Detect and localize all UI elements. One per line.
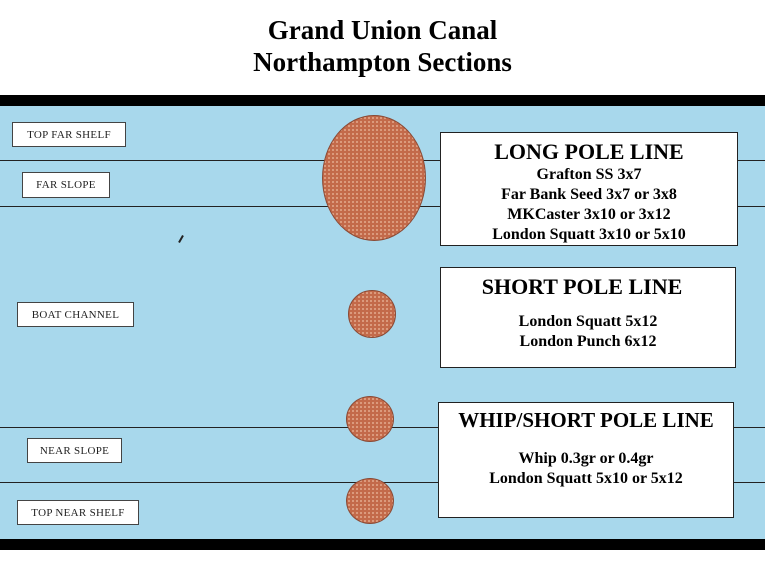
whip-short-pole-line-heading: WHIP/SHORT POLE LINE	[458, 408, 714, 432]
title-line-1: Grand Union Canal	[267, 15, 498, 45]
long-pole-item: London Squatt 3x10 or 5x10	[492, 226, 686, 243]
long-pole-item: Grafton SS 3x7	[536, 166, 642, 183]
short-pole-line-box: SHORT POLE LINE London Squatt 5x12 Londo…	[440, 267, 736, 368]
zone-label-far-slope: FAR SLOPE	[22, 172, 110, 198]
whip-short-pole-line-box: WHIP/SHORT POLE LINE Whip 0.3gr or 0.4gr…	[438, 402, 734, 518]
zone-label-near-slope: NEAR SLOPE	[27, 438, 122, 463]
whip-feed-spot-lower	[346, 478, 394, 524]
long-pole-line-heading: LONG POLE LINE	[494, 139, 684, 164]
short-pole-line-heading: SHORT POLE LINE	[481, 274, 683, 299]
zone-label-boat-channel: BOAT CHANNEL	[17, 302, 134, 327]
zone-label-top-far-shelf: TOP FAR SHELF	[12, 122, 126, 147]
whip-item: Whip 0.3gr or 0.4gr	[518, 450, 654, 467]
long-pole-item: MKCaster 3x10 or 3x12	[507, 206, 671, 223]
title-line-2: Northampton Sections	[253, 47, 512, 77]
long-pole-item: Far Bank Seed 3x7 or 3x8	[501, 186, 677, 203]
long-pole-feed-spot	[322, 115, 426, 241]
whip-feed-spot-upper	[346, 396, 394, 442]
whip-item: London Squatt 5x10 or 5x12	[489, 470, 683, 487]
long-pole-line-box: LONG POLE LINE Grafton SS 3x7 Far Bank S…	[440, 132, 738, 246]
diagram-title: Grand Union Canal Northampton Sections	[0, 14, 765, 78]
zone-label-top-near-shelf: TOP NEAR SHELF	[17, 500, 139, 525]
short-pole-item: London Squatt 5x12	[518, 313, 658, 330]
short-pole-item: London Punch 6x12	[519, 333, 657, 350]
short-pole-feed-spot	[348, 290, 396, 338]
